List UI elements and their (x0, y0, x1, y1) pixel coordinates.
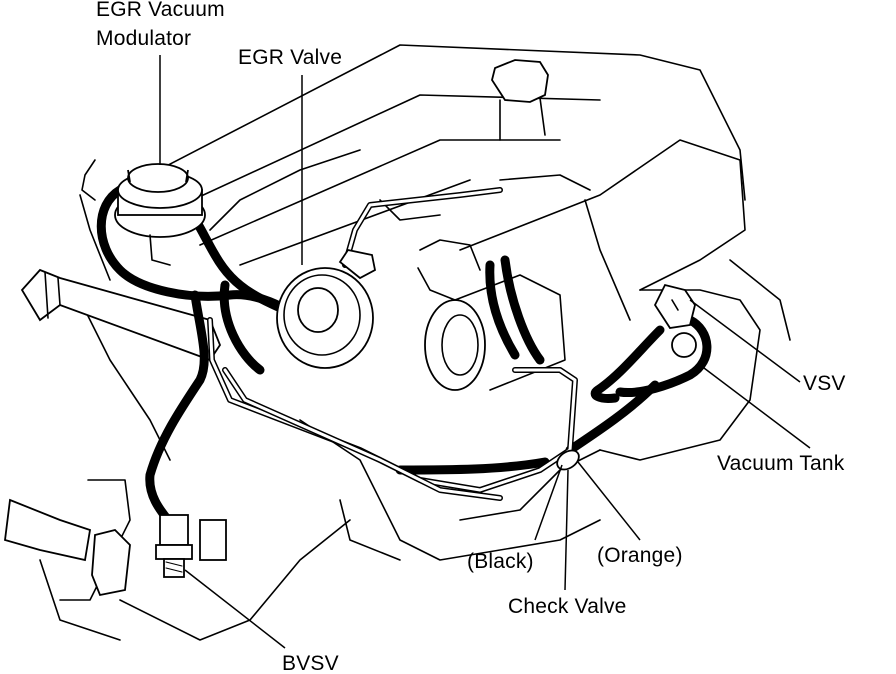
label-egr-valve: EGR Valve (238, 46, 342, 69)
leader-check-valve (564, 469, 569, 591)
bvsv-part (155, 514, 227, 578)
label-bvsv: BVSV (282, 652, 339, 674)
engine-block (4, 44, 791, 641)
label-check-valve: Check Valve (508, 595, 627, 618)
leader-lines (159, 55, 811, 649)
label-black: (Black) (467, 550, 534, 573)
label-vacuum-tank: Vacuum Tank (717, 452, 845, 475)
vsv-part (653, 283, 697, 358)
labels: EGR Vacuum Modulator EGR Valve VSV Vacuu… (96, 0, 846, 674)
label-vsv: VSV (803, 372, 846, 395)
leader-orange (577, 461, 641, 541)
label-egr-vacuum-modulator-line2: Modulator (96, 27, 191, 50)
egr-vacuum-modulator (114, 163, 206, 266)
vacuum-pipes (207, 187, 578, 501)
leader-black (534, 464, 563, 541)
leader-bvsv (184, 569, 286, 649)
leader-vacuum-tank (699, 364, 811, 449)
label-egr-vacuum-modulator-line1: EGR Vacuum (96, 0, 225, 21)
label-orange: (Orange) (597, 544, 683, 567)
check-valve-part (556, 449, 580, 471)
leader-vsv (689, 299, 801, 383)
egr-valve (276, 248, 377, 369)
